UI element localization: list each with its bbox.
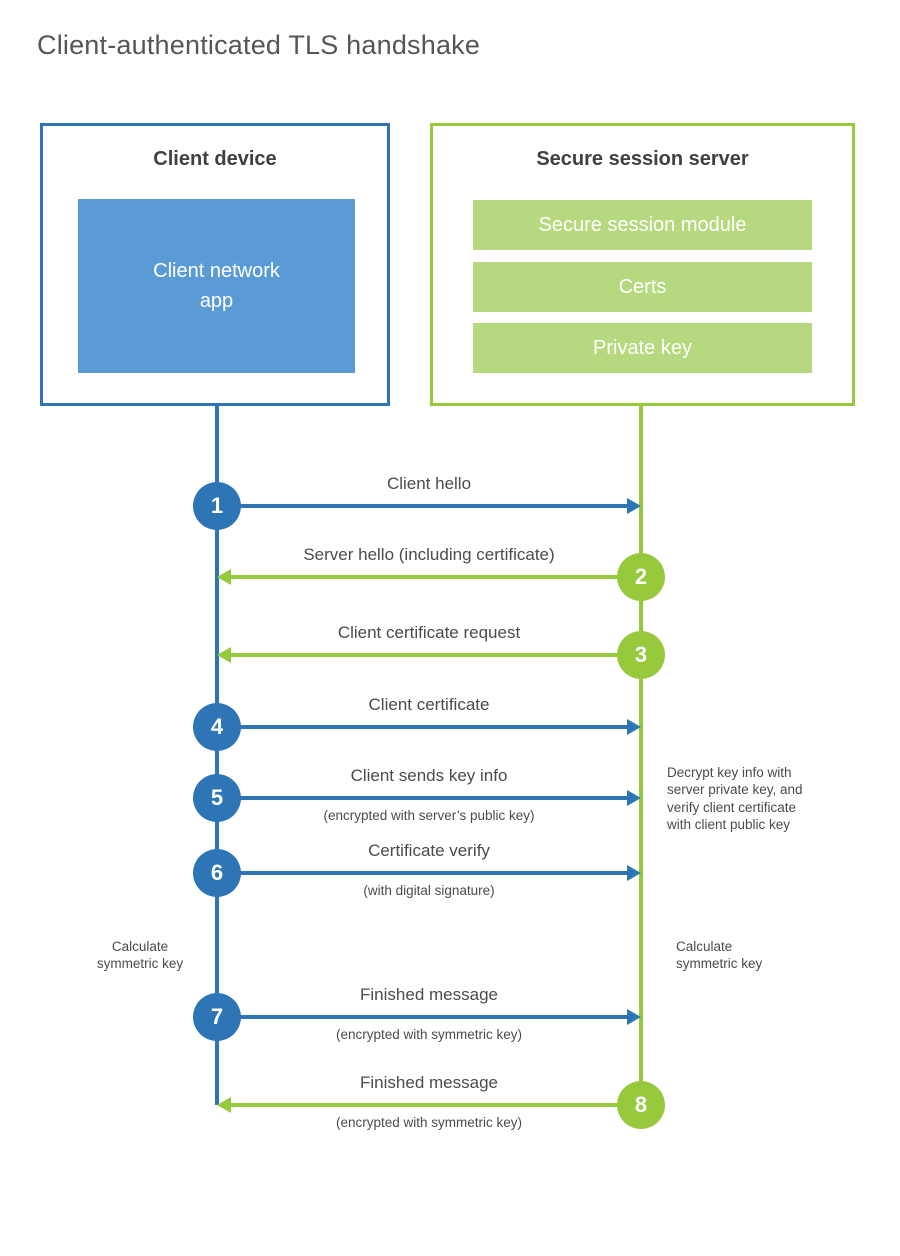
- step-7-marker: 7: [193, 993, 241, 1041]
- client-lifeline: [215, 406, 219, 1105]
- step-2-label: Server hello (including certificate): [303, 545, 555, 564]
- page-title: Client-authenticated TLS handshake: [37, 30, 481, 60]
- step-6-marker: 6: [193, 849, 241, 897]
- server-calculate-key-note: Calculate symmetric key: [676, 939, 763, 972]
- step-7-sublabel: (encrypted with symmetric key): [335, 1027, 523, 1042]
- arrow-left-icon: [217, 569, 641, 585]
- arrow-right-icon: [217, 719, 641, 735]
- arrow-right-icon: [217, 1009, 641, 1025]
- client-device-title: Client device: [153, 148, 277, 170]
- step-8-label: Finished message: [360, 1073, 498, 1092]
- server-module-private-key: Private key: [473, 323, 812, 373]
- arrow-left-icon: [217, 647, 641, 663]
- step-8-marker: 8: [617, 1081, 665, 1129]
- step-5-marker: 5: [193, 774, 241, 822]
- step-6-label: Certificate verify: [368, 841, 490, 860]
- step-3-marker: 3: [617, 631, 665, 679]
- secure-session-server-title: Secure session server: [536, 148, 749, 170]
- client-device-box: Client device Client network app: [40, 123, 390, 406]
- secure-session-server-box: Secure session server Secure session mod…: [430, 123, 855, 406]
- step-4-marker: 4: [193, 703, 241, 751]
- server-decrypt-note: Decrypt key info with server private key…: [667, 765, 803, 832]
- step-5-sublabel: (encrypted with server’s public key): [323, 808, 535, 823]
- client-network-app-box: Client network app: [78, 199, 355, 373]
- client-calculate-key-note: Calculate symmetric key: [96, 939, 184, 972]
- step-3-label: Client certificate request: [337, 623, 521, 642]
- step-2-marker: 2: [617, 553, 665, 601]
- step-4-label: Client certificate: [368, 695, 490, 714]
- step-1-label: Client hello: [386, 474, 472, 493]
- step-5-label: Client sends key info: [350, 766, 508, 785]
- arrow-right-icon: [217, 865, 641, 881]
- server-module-certs: Certs: [473, 262, 812, 312]
- step-7-label: Finished message: [360, 985, 498, 1004]
- arrow-right-icon: [217, 790, 641, 806]
- server-lifeline: [639, 406, 643, 1105]
- step-1-marker: 1: [193, 482, 241, 530]
- step-8-sublabel: (encrypted with symmetric key): [335, 1115, 523, 1130]
- server-module-secure-session: Secure session module: [473, 200, 812, 250]
- arrow-right-icon: [217, 498, 641, 514]
- step-6-sublabel: (with digital signature): [363, 883, 495, 898]
- arrow-left-icon: [217, 1097, 641, 1113]
